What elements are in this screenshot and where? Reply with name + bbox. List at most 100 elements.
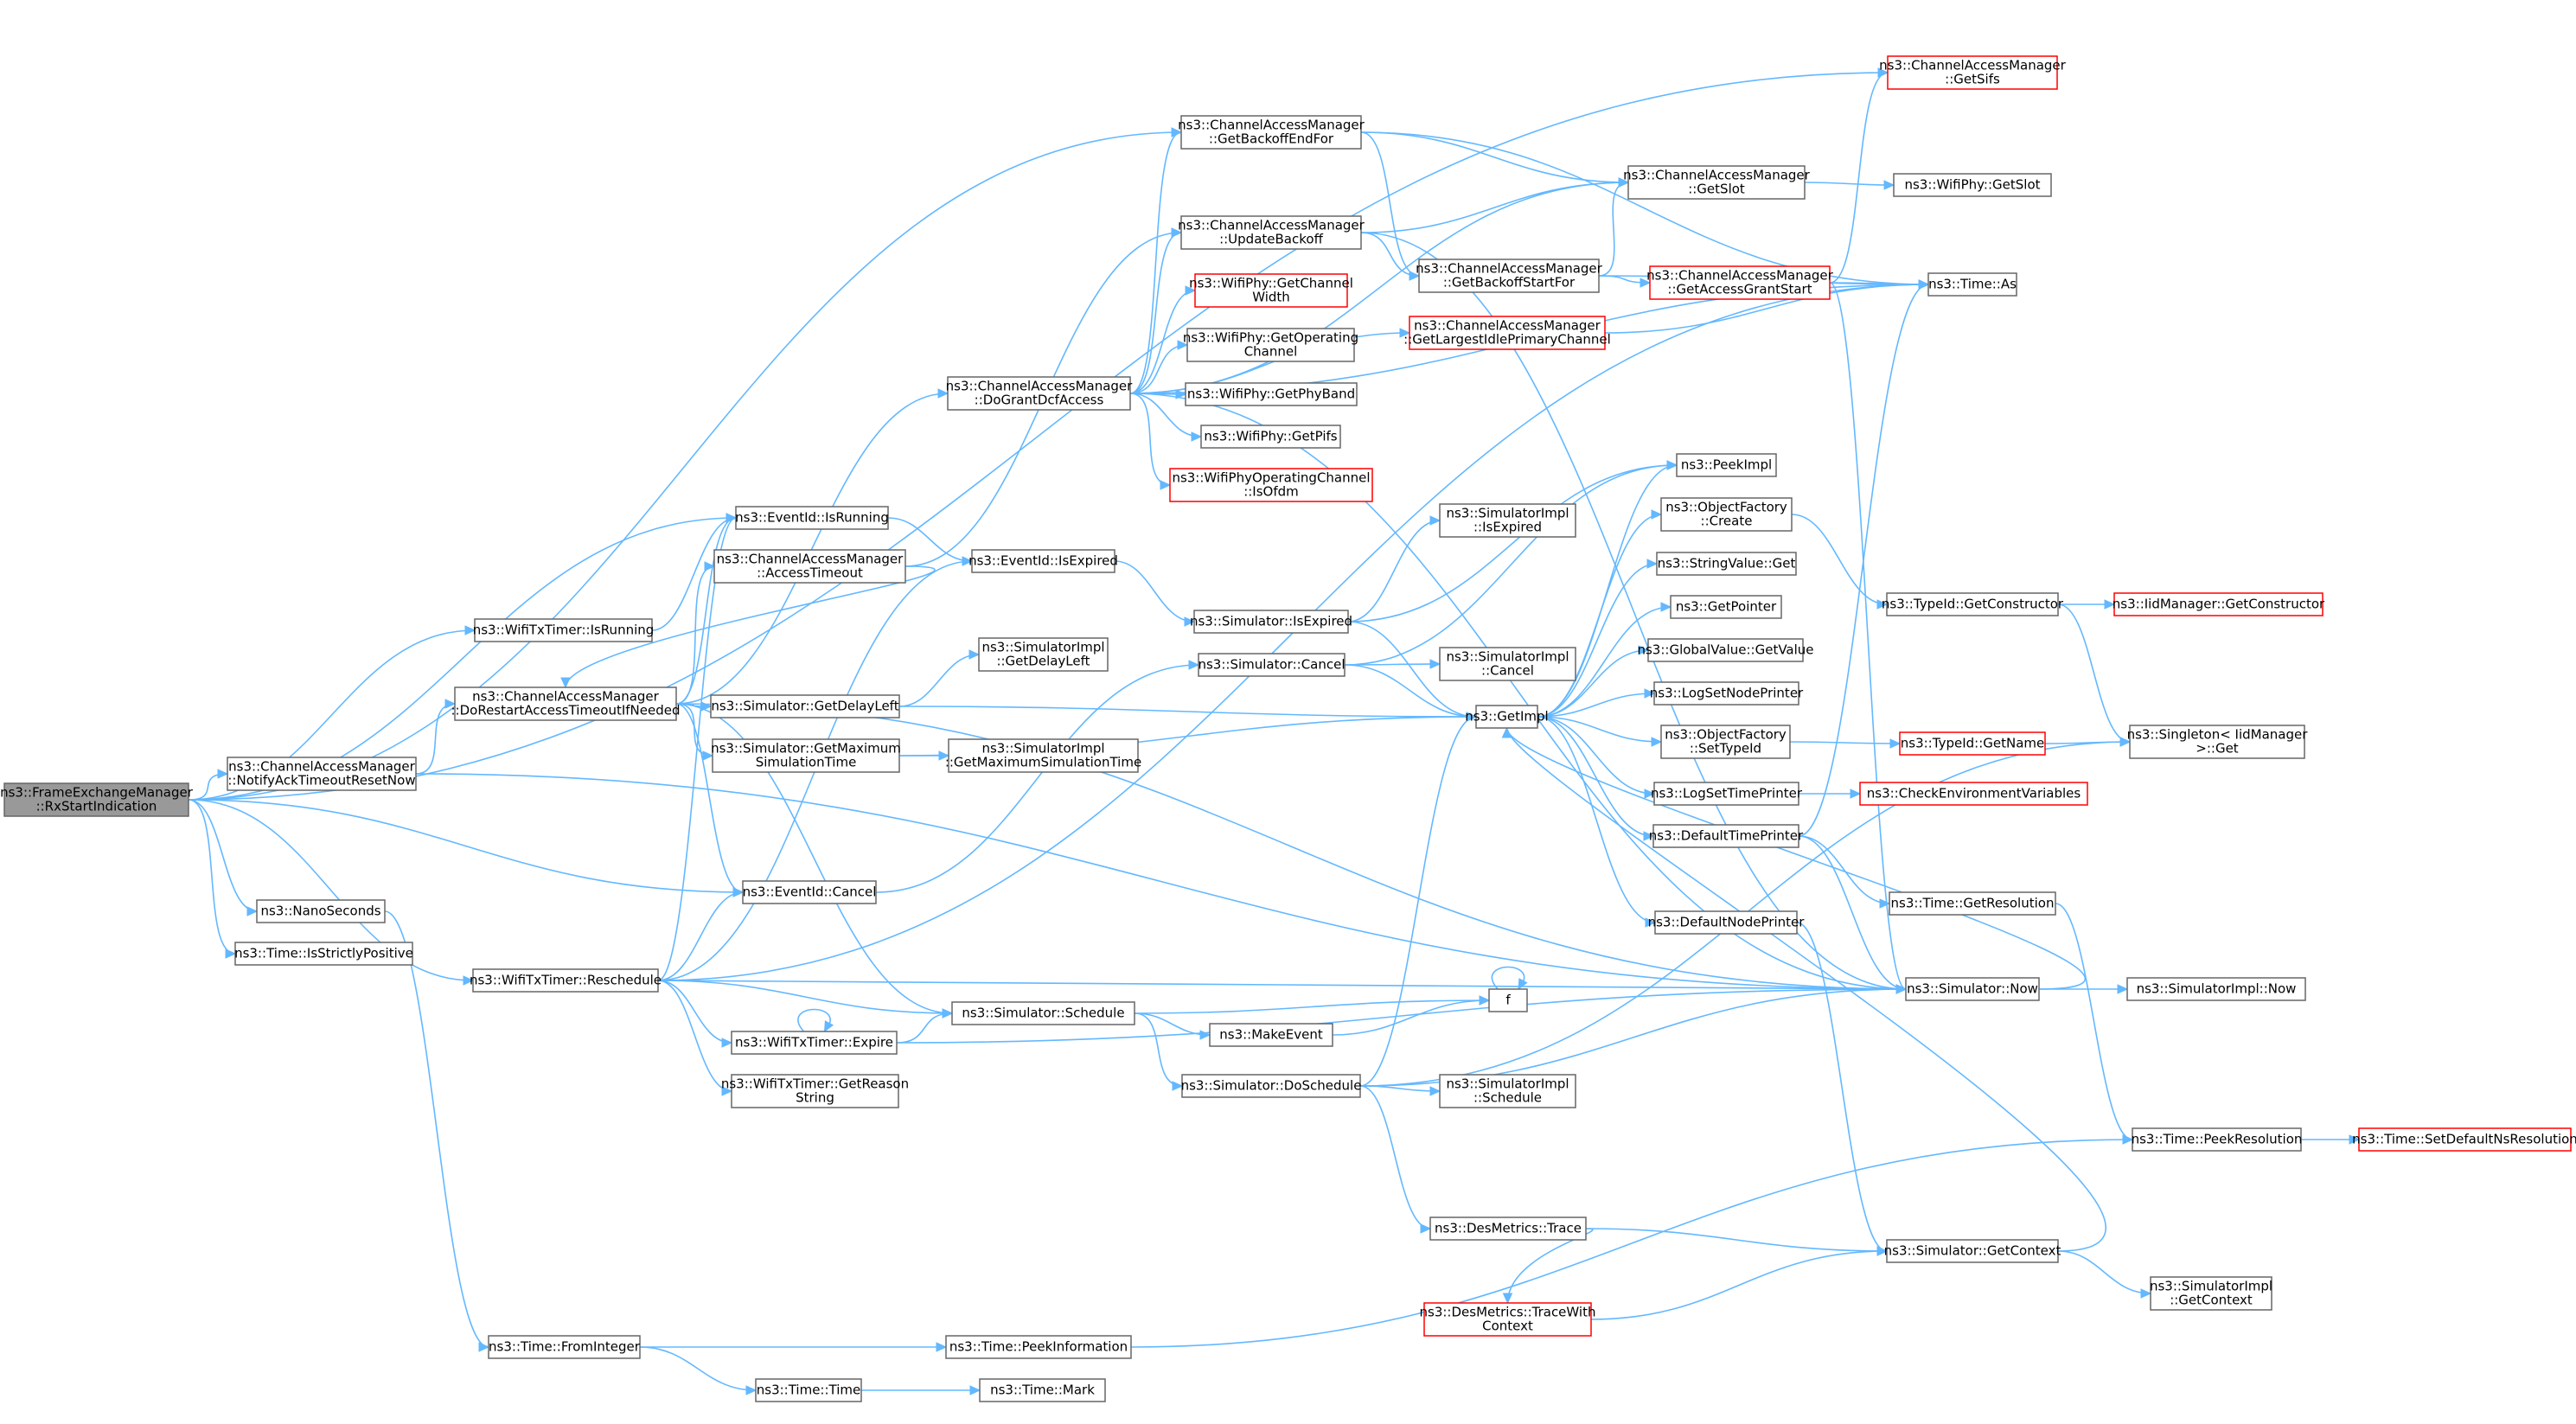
node-box[interactable]: [1439, 1074, 1576, 1108]
node-largestIdle[interactable]: ns3::ChannelAccessManager::GetLargestIdl…: [1403, 316, 1611, 350]
node-box[interactable]: [1676, 453, 1777, 477]
node-updateBackoff[interactable]: ns3::ChannelAccessManager::UpdateBackoff: [1178, 215, 1365, 250]
node-box[interactable]: [1186, 328, 1355, 362]
node-setDefNs[interactable]: ns3::Time::SetDefaultNsResolution: [2352, 1127, 2576, 1152]
node-reschedule[interactable]: ns3::WifiTxTimer::Reschedule: [470, 968, 662, 993]
node-box[interactable]: [1893, 173, 2052, 197]
node-box[interactable]: [971, 549, 1115, 573]
node-getMaxSim[interactable]: ns3::Simulator::GetMaximumSimulationTime: [711, 738, 901, 773]
node-box[interactable]: [951, 1001, 1135, 1025]
node-doGrant[interactable]: ns3::ChannelAccessManager::DoGrantDcfAcc…: [946, 376, 1133, 411]
node-getCtor[interactable]: ns3::TypeId::GetConstructor: [1882, 592, 2064, 616]
node-box[interactable]: [1649, 265, 1831, 300]
node-typeGetName[interactable]: ns3::TypeId::GetName: [1899, 731, 2046, 756]
node-box[interactable]: [1181, 1074, 1361, 1098]
node-box[interactable]: [1439, 503, 1576, 538]
node-implDelayLeft[interactable]: ns3::SimulatorImpl::GetDelayLeft: [978, 637, 1109, 672]
node-timeMark[interactable]: ns3::Time::Mark: [979, 1378, 1106, 1402]
node-box[interactable]: [735, 506, 889, 530]
node-getImpl[interactable]: ns3::GetImpl: [1465, 705, 1549, 729]
node-implSchedule[interactable]: ns3::SimulatorImpl::Schedule: [1439, 1074, 1576, 1108]
node-box[interactable]: [710, 694, 900, 718]
node-logNode[interactable]: ns3::LogSetNodePrinter: [1650, 681, 1804, 706]
node-implCancel[interactable]: ns3::SimulatorImpl::Cancel: [1439, 647, 1576, 681]
node-box[interactable]: [1185, 382, 1358, 406]
node-simIsExpired[interactable]: ns3::Simulator::IsExpired: [1190, 610, 1352, 634]
node-getPhyBand[interactable]: ns3::WifiPhy::GetPhyBand: [1185, 382, 1358, 406]
node-box[interactable]: [1905, 977, 2040, 1001]
node-box[interactable]: [1488, 988, 1528, 1012]
node-box[interactable]: [1180, 215, 1362, 250]
node-box[interactable]: [488, 1335, 641, 1359]
node-box[interactable]: [1899, 731, 2046, 756]
node-checkEnv[interactable]: ns3::CheckEnvironmentVariables: [1859, 782, 2088, 806]
node-strictPos[interactable]: ns3::Time::IsStrictlyPositive: [234, 942, 413, 966]
node-box[interactable]: [2132, 1127, 2302, 1152]
node-eidExpired[interactable]: ns3::EventId::IsExpired: [968, 549, 1118, 573]
node-objSetType[interactable]: ns3::ObjectFactory::SetTypeId: [1660, 725, 1791, 759]
node-box[interactable]: [1198, 653, 1346, 677]
node-implIsExpired[interactable]: ns3::SimulatorImpl::IsExpired: [1439, 503, 1576, 538]
node-simCancel[interactable]: ns3::Simulator::Cancel: [1198, 653, 1346, 677]
node-strValGet[interactable]: ns3::StringValue::Get: [1656, 552, 1797, 576]
node-box[interactable]: [1859, 782, 2088, 806]
node-getPifs[interactable]: ns3::WifiPhy::GetPifs: [1200, 425, 1341, 449]
node-box[interactable]: [979, 1378, 1106, 1402]
node-notify[interactable]: ns3::ChannelAccessManager::NotifyAckTime…: [227, 757, 417, 791]
node-eidRunning[interactable]: ns3::EventId::IsRunning: [735, 506, 889, 530]
node-box[interactable]: [712, 738, 900, 773]
node-box[interactable]: [1656, 552, 1797, 576]
node-isOfdm[interactable]: ns3::WifiPhyOperatingChannel::IsOfdm: [1169, 468, 1373, 502]
node-box[interactable]: [731, 1031, 898, 1055]
node-getBackoffEnd[interactable]: ns3::ChannelAccessManager::GetBackoffEnd…: [1178, 115, 1365, 150]
node-box[interactable]: [472, 968, 659, 993]
node-doSchedule[interactable]: ns3::Simulator::DoSchedule: [1181, 1074, 1362, 1098]
node-box[interactable]: [1886, 592, 2059, 616]
node-singletonGet[interactable]: ns3::Singleton< IidManager>::Get: [2127, 725, 2309, 759]
node-box[interactable]: [1654, 910, 1798, 935]
node-timeTime[interactable]: ns3::Time::Time: [755, 1378, 862, 1402]
node-box[interactable]: [3, 782, 189, 817]
node-box[interactable]: [2126, 977, 2306, 1001]
node-box[interactable]: [2129, 725, 2305, 759]
node-getSlot[interactable]: ns3::ChannelAccessManager::GetSlot: [1623, 165, 1811, 200]
node-rx[interactable]: ns3::FrameExchangeManager::RxStartIndica…: [0, 782, 194, 817]
node-iidGetCtor[interactable]: ns3::IidManager::GetConstructor: [2113, 592, 2325, 616]
node-box[interactable]: [755, 1378, 862, 1402]
node-peekRes[interactable]: ns3::Time::PeekResolution: [2132, 1127, 2303, 1152]
node-trace[interactable]: ns3::DesMetrics::Trace: [1429, 1216, 1587, 1241]
node-getDelayLeft[interactable]: ns3::Simulator::GetDelayLeft: [710, 694, 900, 718]
node-box[interactable]: [1418, 259, 1600, 293]
node-nano[interactable]: ns3::NanoSeconds: [256, 899, 386, 923]
node-box[interactable]: [256, 899, 386, 923]
node-box[interactable]: [1886, 1239, 2059, 1263]
node-box[interactable]: [1194, 273, 1348, 308]
node-box[interactable]: [978, 637, 1109, 672]
node-fromInt[interactable]: ns3::Time::FromInteger: [488, 1335, 641, 1359]
node-box[interactable]: [1627, 165, 1806, 200]
node-f[interactable]: f: [1488, 988, 1528, 1012]
node-peekImpl[interactable]: ns3::PeekImpl: [1676, 453, 1777, 477]
node-box[interactable]: [2113, 592, 2324, 616]
node-simNow[interactable]: ns3::Simulator::Now: [1905, 977, 2040, 1001]
node-box[interactable]: [1169, 468, 1373, 502]
node-box[interactable]: [1409, 316, 1606, 350]
node-box[interactable]: [1209, 1023, 1333, 1047]
node-box[interactable]: [454, 686, 677, 721]
node-doRestart[interactable]: ns3::ChannelAccessManager::DoRestartAcce…: [451, 686, 681, 721]
node-box[interactable]: [1670, 595, 1782, 619]
node-box[interactable]: [1653, 681, 1799, 706]
node-implGetCtx[interactable]: ns3::SimulatorImpl::GetContext: [2150, 1276, 2272, 1311]
node-eidCancel[interactable]: ns3::EventId::Cancel: [742, 880, 877, 904]
node-box[interactable]: [945, 1335, 1132, 1359]
node-box[interactable]: [1423, 1302, 1592, 1337]
node-getRes[interactable]: ns3::Time::GetResolution: [1889, 891, 2056, 916]
node-box[interactable]: [1439, 647, 1576, 681]
node-box[interactable]: [1200, 425, 1341, 449]
node-wtIsRunning[interactable]: ns3::WifiTxTimer::IsRunning: [473, 618, 655, 642]
node-box[interactable]: [227, 757, 417, 791]
